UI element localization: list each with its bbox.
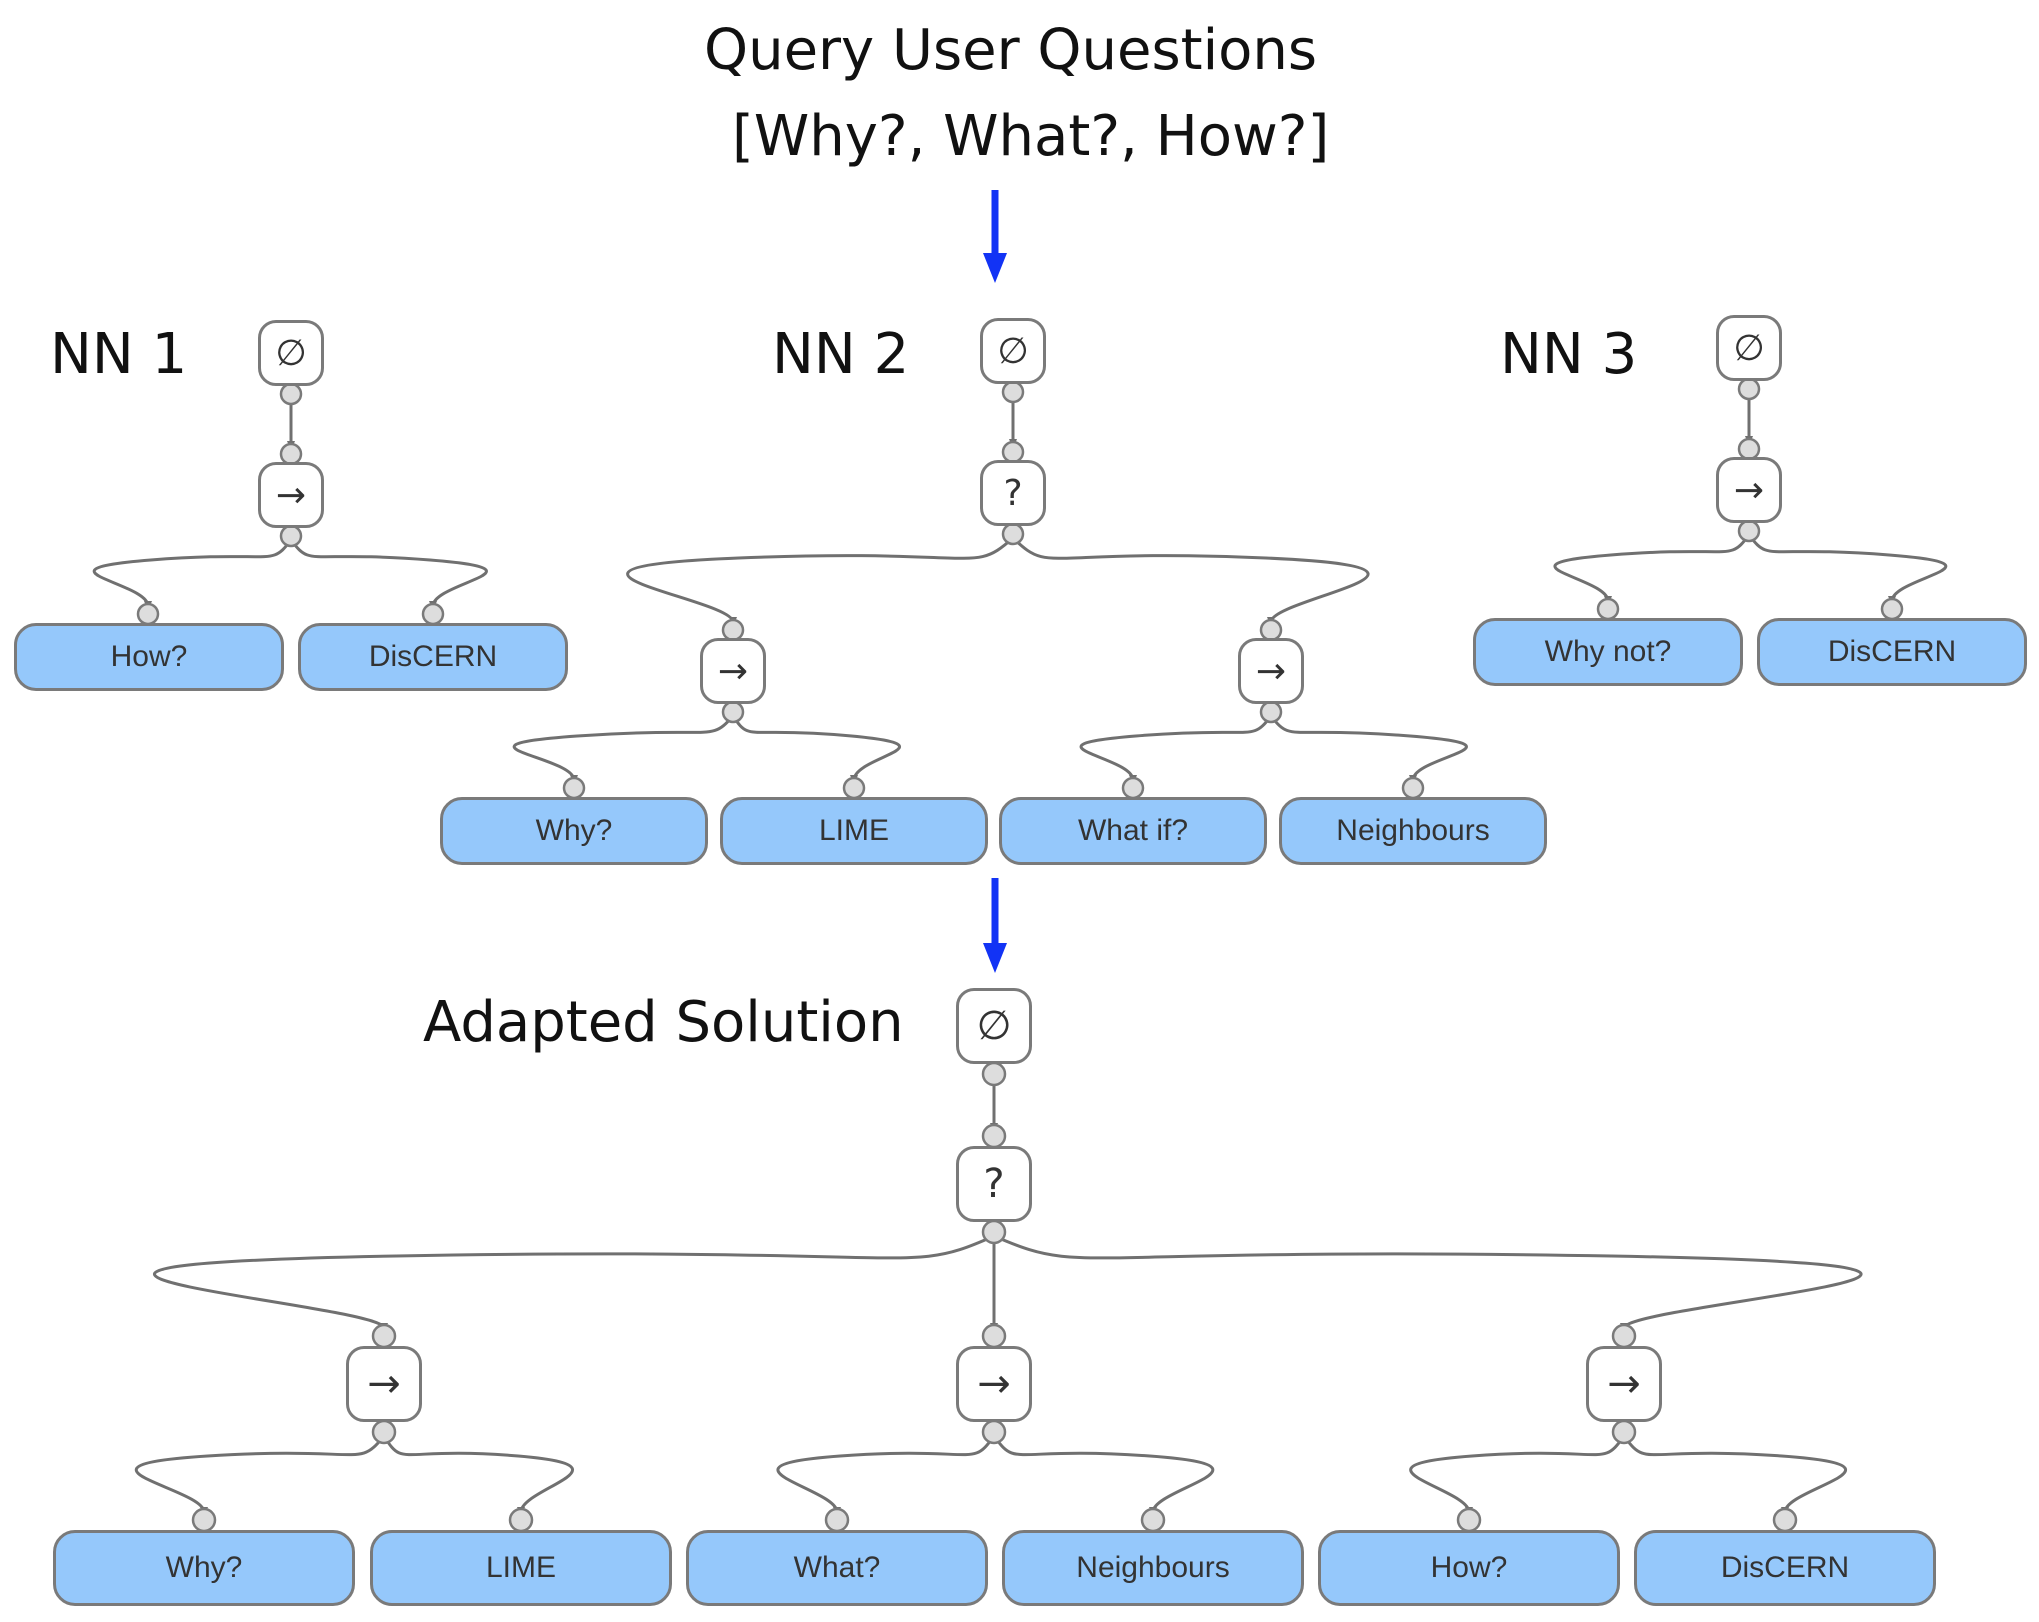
nn3-sequence-node: → xyxy=(1716,457,1782,523)
adapted-edge-sel-seq-left xyxy=(152,1234,995,1333)
nn1-port-how-in xyxy=(136,602,160,626)
nn1-port-discern-in xyxy=(421,602,445,626)
adapted-port-seqM-out xyxy=(981,1419,1007,1445)
nn3-leaf-why-not: Why not? xyxy=(1473,618,1743,686)
nn2-leaf-lime: LIME xyxy=(720,797,988,865)
adapted-port-discern-in xyxy=(1772,1507,1798,1533)
nn3-edge-seq-whynot xyxy=(1553,534,1751,606)
nn2-port-seqL-out xyxy=(721,700,745,724)
nn2-port-sel-out xyxy=(1001,522,1025,546)
nn1-leaf-how: How? xyxy=(14,623,284,691)
adapted-leaf-neighbours: Neighbours xyxy=(1002,1530,1304,1606)
adapted-port-how-in xyxy=(1456,1507,1482,1533)
nn2-port-root-out xyxy=(1001,380,1025,404)
nn1-edge-seq-how xyxy=(92,539,293,611)
nn3-root-node: ∅ xyxy=(1716,315,1782,381)
nn2-port-neighbours-in xyxy=(1401,776,1425,800)
adapted-edge-seqL-why xyxy=(134,1435,386,1517)
adapted-sequence-node-middle: → xyxy=(956,1346,1032,1422)
adapted-port-root-out xyxy=(981,1061,1007,1087)
adapted-edge-seqR-discern xyxy=(1622,1435,1848,1517)
nn2-root-node: ∅ xyxy=(980,318,1046,384)
nn2-edge-seq-neighbours xyxy=(1269,715,1468,785)
nn3-port-whynot-in xyxy=(1596,597,1620,621)
nn2-edge-sel-seq-right xyxy=(1011,536,1370,627)
adapted-edge-seqL-lime xyxy=(382,1435,574,1517)
nn3-leaf-discern: DisCERN xyxy=(1757,618,2027,686)
nn1-root-node: ∅ xyxy=(258,320,324,386)
adapted-port-what-in xyxy=(824,1507,850,1533)
nn2-sequence-node-right: → xyxy=(1238,638,1304,704)
nn2-selector-node: ? xyxy=(980,460,1046,526)
adapted-port-seqL-in xyxy=(371,1323,397,1349)
adapted-selector-node: ? xyxy=(956,1146,1032,1222)
nn2-leaf-neighbours: Neighbours xyxy=(1279,797,1547,865)
nn3-port-discern-in xyxy=(1880,597,1904,621)
adapted-leaf-what: What? xyxy=(686,1530,988,1606)
adapted-port-neighbours-in xyxy=(1140,1507,1166,1533)
adapted-port-seqR-out xyxy=(1611,1419,1637,1445)
nn1-port-seq-out xyxy=(279,524,303,548)
nn2-port-why-in xyxy=(562,776,586,800)
nn3-edge-seq-discern xyxy=(1747,534,1948,606)
nn2-leaf-why: Why? xyxy=(440,797,708,865)
adapted-leaf-how: How? xyxy=(1318,1530,1620,1606)
adapted-edge-seqM-neighbours xyxy=(992,1435,1215,1517)
nn2-port-seqL-in xyxy=(721,618,745,642)
nn2-label: NN 2 xyxy=(772,322,910,387)
adapted-port-why-in xyxy=(191,1507,217,1533)
nn2-port-sel-in xyxy=(1001,440,1025,464)
nn2-port-seqR-in xyxy=(1259,618,1283,642)
adapted-edge-seqM-what xyxy=(776,1435,996,1517)
adapted-port-seqM-in xyxy=(981,1323,1007,1349)
adapted-solution-label: Adapted Solution xyxy=(423,990,904,1055)
adapted-edge-sel-seq-right xyxy=(993,1234,1863,1333)
nn1-leaf-discern: DisCERN xyxy=(298,623,568,691)
adapted-root-node: ∅ xyxy=(956,988,1032,1064)
nn1-edge-seq-discern xyxy=(289,539,488,611)
nn2-edge-seq-lime xyxy=(731,715,901,785)
adapted-sequence-node-left: → xyxy=(346,1346,422,1422)
query-title: Query User Questions xyxy=(704,18,1318,83)
query-questions: [Why?, What?, How?] xyxy=(732,104,1330,169)
nn2-edge-sel-seq-left xyxy=(626,536,1014,627)
nn3-port-seq-in xyxy=(1737,437,1761,461)
adapted-port-sel-in xyxy=(981,1123,1007,1149)
adapted-leaf-discern: DisCERN xyxy=(1634,1530,1936,1606)
nn3-label: NN 3 xyxy=(1500,322,1638,387)
nn2-port-seqR-out xyxy=(1259,700,1283,724)
nn3-port-seq-out xyxy=(1737,519,1761,543)
nn2-port-whatif-in xyxy=(1121,776,1145,800)
adapted-port-sel-out xyxy=(981,1219,1007,1245)
adapted-port-lime-in xyxy=(508,1507,534,1533)
nn2-sequence-node-left: → xyxy=(700,638,766,704)
nn2-edge-seq-whatif xyxy=(1079,715,1273,785)
adapted-leaf-why: Why? xyxy=(53,1530,355,1606)
nn2-port-lime-in xyxy=(842,776,866,800)
nn1-port-root-out xyxy=(279,382,303,406)
nn1-port-seq-in xyxy=(279,442,303,466)
adapted-sequence-node-right: → xyxy=(1586,1346,1662,1422)
nn1-label: NN 1 xyxy=(50,322,188,387)
adapted-edge-seqR-how xyxy=(1409,1435,1626,1517)
adapted-port-seqL-out xyxy=(371,1419,397,1445)
nn2-leaf-what-if: What if? xyxy=(999,797,1267,865)
nn2-edge-seq-why xyxy=(512,715,735,785)
nn1-sequence-node: → xyxy=(258,462,324,528)
adapted-leaf-lime: LIME xyxy=(370,1530,672,1606)
adapted-port-seqR-in xyxy=(1611,1323,1637,1349)
nn3-port-root-out xyxy=(1737,377,1761,401)
